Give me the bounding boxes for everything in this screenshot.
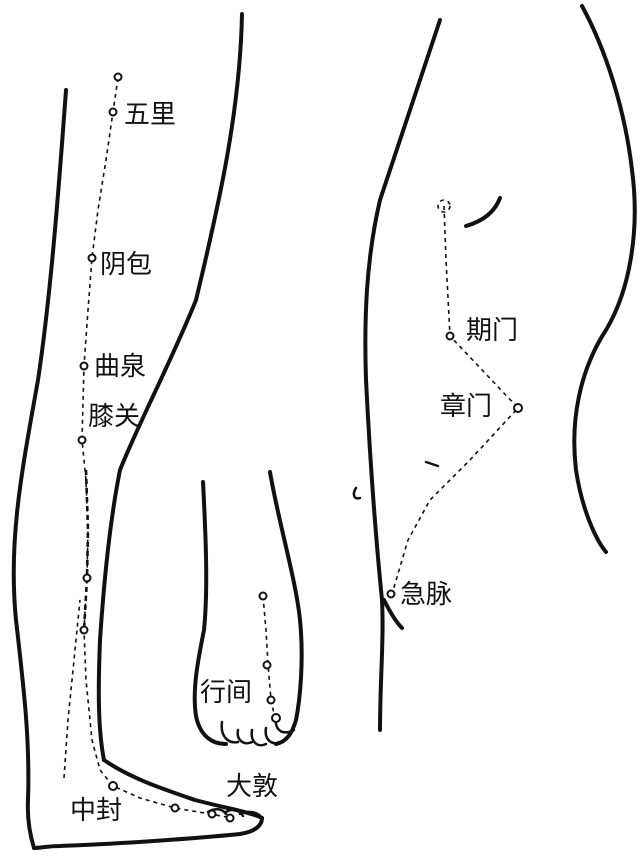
leg-back-outline bbox=[14, 90, 66, 848]
point-foot-3 bbox=[227, 815, 234, 822]
point-foot-1 bbox=[172, 805, 179, 812]
waist-tick bbox=[426, 462, 438, 466]
chest-mark bbox=[466, 198, 500, 226]
sole-outline bbox=[34, 818, 262, 848]
point-yinbao bbox=[89, 255, 96, 262]
point-top bbox=[115, 74, 122, 81]
hip-tick bbox=[354, 488, 360, 498]
point-ququan bbox=[81, 363, 88, 370]
point-xiguan bbox=[79, 437, 86, 444]
point-foot-2 bbox=[209, 811, 216, 818]
point-zhongfeng bbox=[109, 782, 117, 790]
point-calf-2 bbox=[81, 627, 88, 634]
label-dadun: 大敦 bbox=[226, 774, 278, 800]
leg-meridian-inner bbox=[64, 600, 80, 778]
torso-back-outline bbox=[574, 6, 634, 552]
label-zhongfeng: 中封 bbox=[70, 798, 122, 824]
point-jimai bbox=[388, 591, 395, 598]
point-zhangmen bbox=[514, 404, 522, 412]
label-xingjian: 行间 bbox=[200, 680, 252, 706]
point-wuli bbox=[110, 109, 117, 116]
torso-figure bbox=[354, 6, 635, 730]
foot-right-outline bbox=[270, 472, 302, 744]
point-qimen bbox=[447, 333, 454, 340]
label-qimen: 期门 bbox=[466, 318, 518, 344]
point-dadun-toe bbox=[272, 714, 280, 722]
point-xingjian bbox=[268, 697, 275, 704]
label-ququan: 曲泉 bbox=[94, 354, 146, 380]
label-yinbao: 阴包 bbox=[100, 252, 152, 278]
point-foot-top bbox=[260, 593, 267, 600]
label-wuli: 五里 bbox=[124, 102, 176, 128]
point-calf-1 bbox=[84, 575, 91, 582]
torso-front-outline bbox=[365, 20, 440, 730]
label-jimai: 急脉 bbox=[400, 582, 452, 608]
label-xiguan: 膝关 bbox=[88, 404, 140, 430]
label-zhangmen: 章门 bbox=[440, 394, 492, 420]
point-foot-mid bbox=[264, 662, 271, 669]
